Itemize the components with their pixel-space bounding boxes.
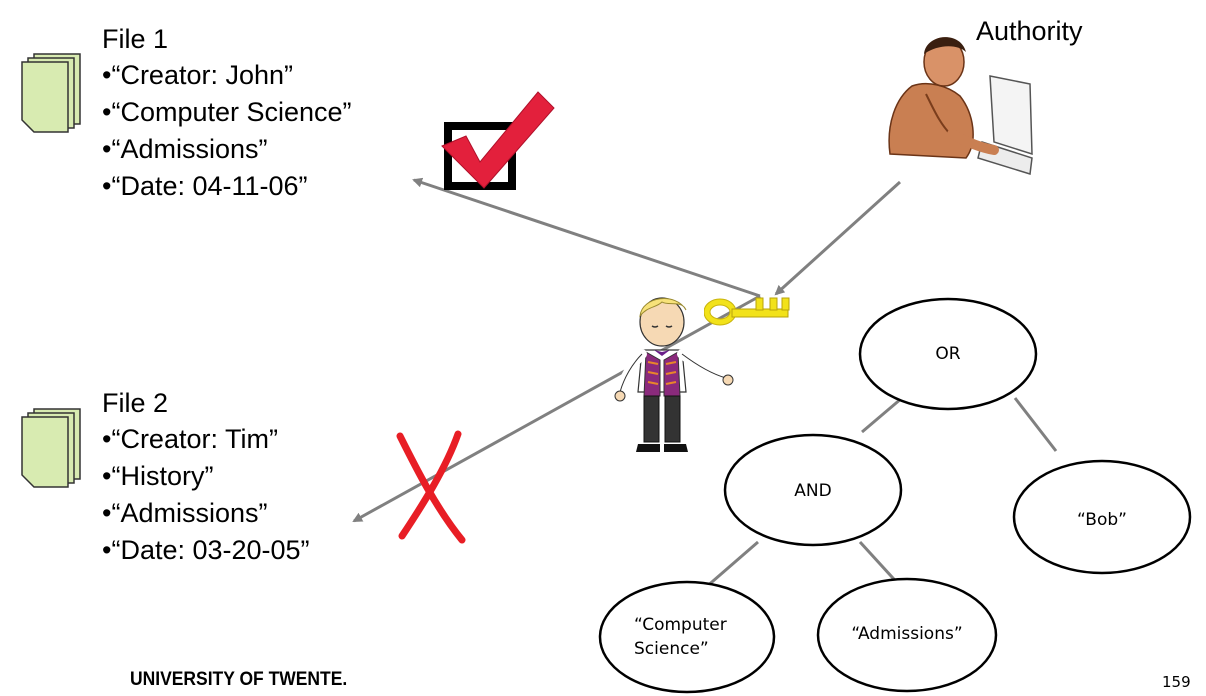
file1-title: File 1 — [102, 24, 169, 54]
file2-attribute-list: “Creator: Tim” “History” “Admissions” “D… — [102, 421, 310, 569]
file2-attribute: “History” — [102, 458, 310, 495]
authority-label: Authority — [976, 16, 1083, 46]
file2-document-icon — [21, 408, 81, 488]
cross-icon — [396, 430, 466, 544]
tree-node-or — [858, 297, 1038, 411]
authority-to-key-arrow — [774, 180, 902, 296]
tree-label-and: AND — [794, 481, 832, 501]
file2-title: File 2 — [102, 388, 169, 418]
key-to-file1-arrow — [412, 177, 761, 298]
tree-edge-or-bob — [1013, 397, 1058, 452]
tree-edge-and-cs — [704, 540, 759, 590]
file1-attribute-list: “Creator: John” “Computer Science” “Admi… — [102, 57, 352, 205]
file1-attribute: “Admissions” — [102, 131, 352, 168]
user-icon — [614, 297, 734, 452]
tree-node-admissions — [816, 577, 998, 693]
page-number: 159 — [1162, 673, 1191, 691]
file2-attribute: “Date: 03-20-05” — [102, 532, 309, 569]
file1-document-icon — [21, 53, 81, 133]
key-icon — [704, 297, 790, 326]
tree-label-computer-science: “Computer Science” — [634, 613, 727, 661]
file1-attribute: “Date: 04-11-06” — [102, 168, 352, 205]
authority-person-computer-icon — [888, 37, 1033, 175]
tree-node-and — [723, 433, 903, 547]
tree-label-admissions: “Admissions” — [851, 624, 963, 644]
tree-label-bob: “Bob” — [1077, 510, 1127, 530]
tree-label-cs-line2: Science” — [634, 639, 709, 659]
file1-attribute: “Computer Science” — [102, 94, 351, 131]
tree-edge-or-and — [861, 396, 903, 434]
tree-label-cs-line1: “Computer — [634, 615, 727, 635]
university-logo: UNIVERSITY OF TWENTE. — [130, 669, 348, 690]
tree-node-computer-science — [598, 580, 776, 694]
file2-attribute: “Creator: Tim” — [102, 421, 310, 458]
file2-attribute: “Admissions” — [102, 495, 310, 532]
tree-node-bob — [1012, 459, 1192, 575]
tree-label-or: OR — [935, 344, 961, 364]
checkmark-icon — [441, 91, 555, 190]
file1-attribute: “Creator: John” — [102, 57, 352, 94]
